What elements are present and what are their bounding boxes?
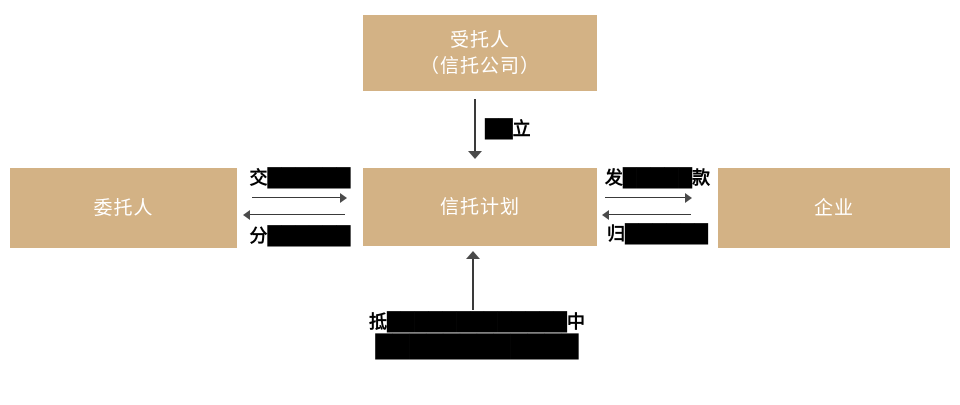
establish-arrow-line	[474, 99, 476, 152]
trustee-box: 受托人 （信托公司）	[363, 15, 597, 91]
right-rightward-arrow-line	[605, 197, 686, 198]
right-rightward-arrowhead-icon	[685, 193, 692, 203]
principal-label: 委托人	[93, 197, 154, 219]
trust-plan-box: 信托计划	[363, 168, 597, 246]
bottom-arrowhead-up-icon	[466, 251, 480, 259]
right-leftward-arrow-line	[609, 214, 691, 215]
enterprise-box: 企业	[718, 168, 950, 248]
right-bottom-arrow-label: 归██████	[606, 224, 709, 245]
trust-plan-label: 信托计划	[439, 196, 520, 218]
bottom-text-block: 抵█████████████中 ████████████	[317, 311, 637, 362]
enterprise-label: 企业	[813, 197, 854, 219]
bottom-text-line2: ████████████	[375, 335, 579, 360]
left-bottom-arrow-label: 分██████	[249, 226, 351, 247]
establish-arrowhead-down-icon	[468, 151, 482, 159]
left-leftward-arrow-line	[250, 214, 345, 215]
right-top-arrow-label: 发█████款	[604, 168, 711, 189]
left-rightward-arrow-line	[252, 197, 341, 198]
trustee-label-line1: 受托人	[449, 29, 510, 51]
bottom-arrow-line	[472, 259, 474, 310]
establish-arrow-label: ██立	[485, 119, 531, 140]
left-rightward-arrowhead-icon	[340, 193, 347, 203]
left-top-arrow-label: 交██████	[249, 168, 351, 189]
principal-box: 委托人	[10, 168, 237, 248]
right-leftward-arrowhead-icon	[602, 210, 609, 220]
bottom-text-line1: 抵█████████████中	[369, 312, 585, 333]
left-leftward-arrowhead-icon	[243, 210, 250, 220]
trustee-label-line2: （信托公司）	[419, 55, 540, 77]
